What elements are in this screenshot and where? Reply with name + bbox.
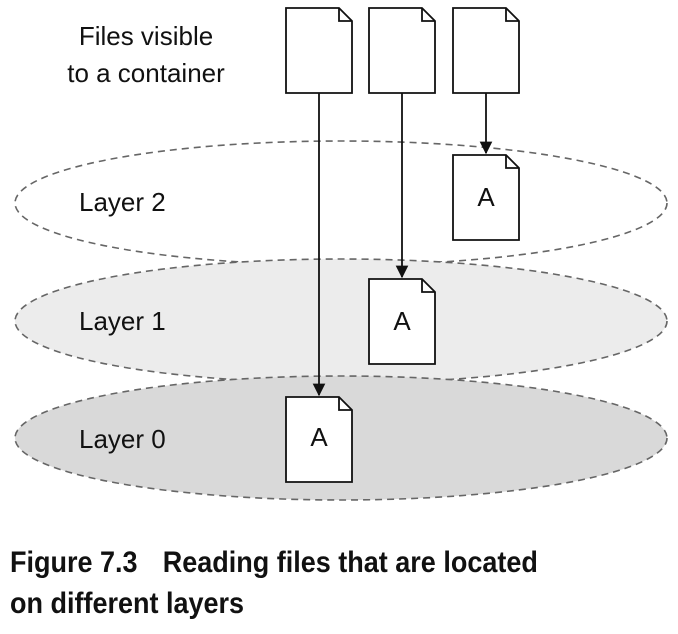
figure-number: Figure 7.3 (10, 546, 138, 579)
layer-2-file-label: A (477, 182, 495, 212)
layer-2-file-icon (452, 154, 520, 241)
layer-0-label: Layer 0 (79, 424, 166, 454)
caption-text-line-2: on different layers (10, 587, 245, 620)
layer-1-file-icon (368, 278, 436, 365)
layer-2-label: Layer 2 (79, 187, 166, 217)
caption-text-line-1: Reading files that are located (162, 546, 538, 579)
layer-1-file-label: A (393, 306, 411, 336)
layer-0-file-label: A (310, 422, 328, 452)
visible-file-3-icon (452, 7, 520, 94)
visible-file-2-icon (368, 7, 436, 94)
visible-file-1-icon (285, 7, 353, 94)
figure-caption: Figure 7.3 Reading files that are located… (10, 542, 604, 624)
caption-line-1: Figure 7.3 Reading files that are located (10, 542, 604, 583)
files-visible-line1: Files visible (79, 21, 213, 51)
files-visible-line2: to a container (67, 58, 225, 88)
layer-0-file-icon (285, 396, 353, 483)
layer-1-label: Layer 1 (79, 306, 166, 336)
